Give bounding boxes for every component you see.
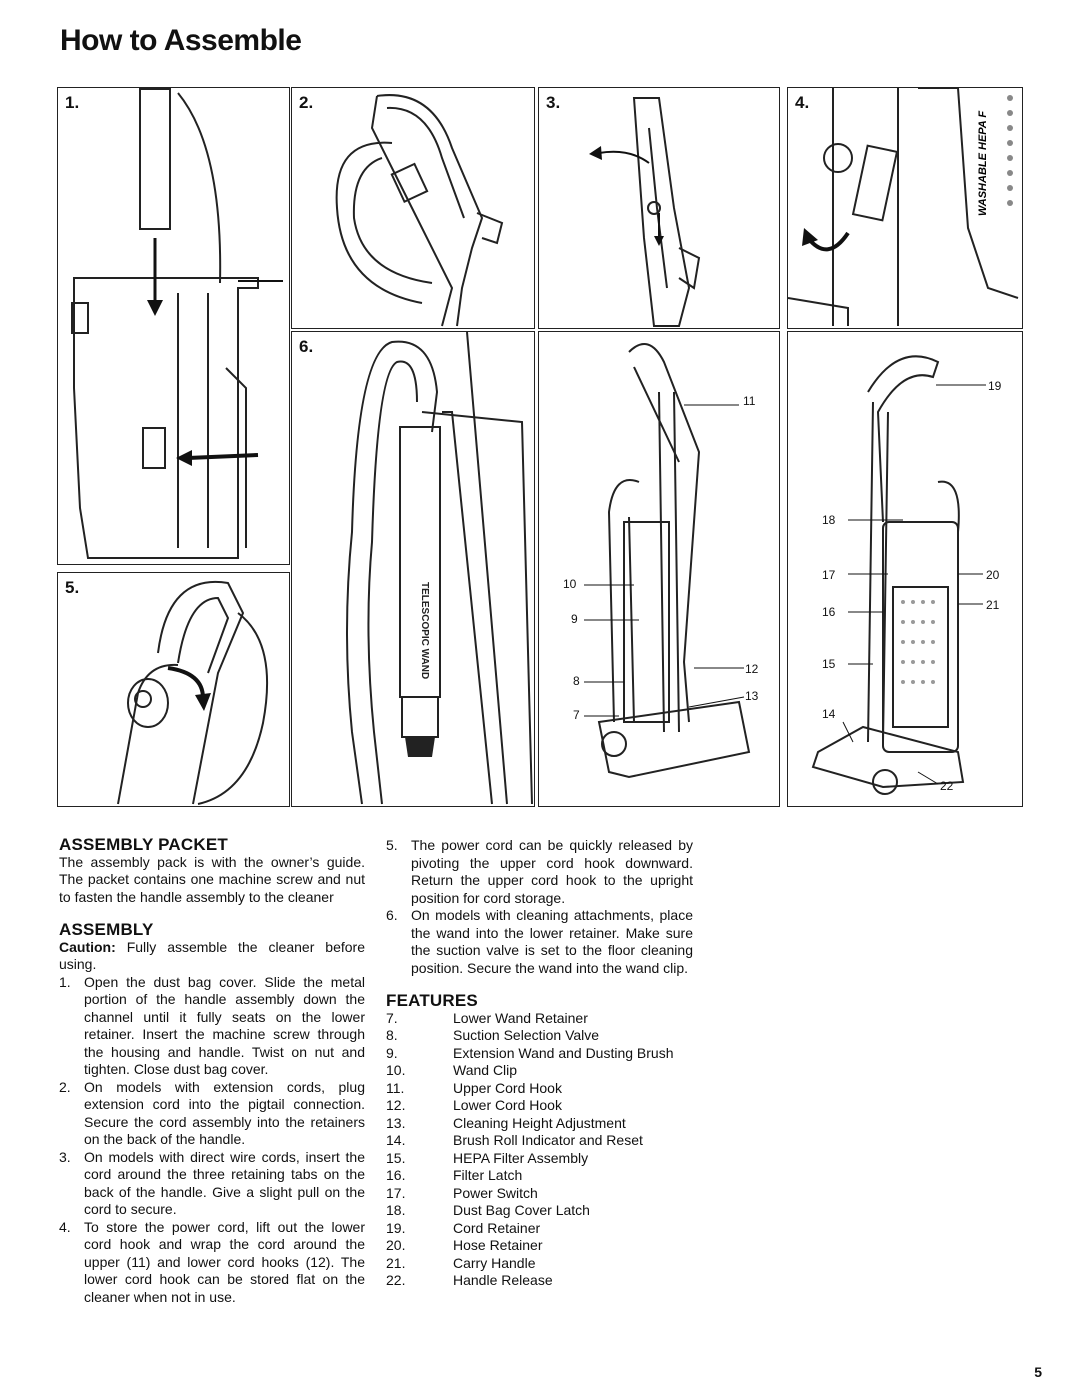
assembly-steps-left: 1.Open the dust bag cover. Slide the met… [59,974,365,1307]
feature-item: 22.Handle Release [386,1272,553,1288]
feature-item: 11.Upper Cord Hook [386,1079,562,1096]
cord-retainer-illustration [335,94,504,327]
vacuum-front-illustration [584,343,751,779]
caution-label: Caution: [59,938,116,955]
callout-14: 14 [822,707,836,721]
assembly-step: 4.To store the power cord, lift out the … [59,1218,365,1305]
assembly-packet-text: The assembly pack is with the owner’s gu… [59,853,365,905]
page-title: How to Assemble [60,24,302,57]
illustration-panel-1: 1. [57,87,290,565]
illustration-panel-4: 4. WASHABLE HEPA F [787,87,1023,329]
vacuum-back-illustration [811,355,986,795]
callout-11: 11 [743,394,756,408]
panel-number: 2. [299,93,314,112]
assembly-step: 3.On models with direct wire cords, inse… [59,1148,365,1218]
callout-20: 20 [986,568,1000,582]
feature-item: 21.Carry Handle [386,1254,536,1271]
feature-item: 20.Hose Retainer [386,1237,543,1253]
panel-number: 5. [65,578,80,597]
assembly-step: 2.On models with extension cords, plug e… [59,1078,365,1148]
callout-21: 21 [986,598,1000,612]
features-illustration-left: 11 10 9 8 12 13 7 [538,331,780,807]
cord-quick-release-illustration [117,580,269,805]
feature-item: 12.Lower Cord Hook [386,1097,562,1113]
middle-column: 5.The power cord can be quickly released… [386,837,693,1290]
caution-text: Fully assemble the cleaner before using. [59,938,365,973]
feature-item: 7.Lower Wand Retainer [386,1009,588,1026]
callout-18: 18 [822,513,836,527]
illustration-panel-2: 2. [291,87,535,329]
filter-label-text: WASHABLE HEPA F [977,111,989,216]
callout-16: 16 [822,605,836,619]
panel-number: 6. [299,337,314,356]
feature-item: 17.Power Switch [386,1184,538,1201]
features-list: 7.Lower Wand Retainer 8.Suction Selectio… [386,1010,693,1290]
callout-22: 22 [940,779,954,793]
callout-9: 9 [571,612,578,626]
illustration-panel-5: 5. [57,572,290,807]
callout-12: 12 [745,662,759,676]
feature-item: 10.Wand Clip [386,1062,518,1078]
feature-item: 8.Suction Selection Valve [386,1027,600,1043]
handle-insertion-illustration [71,88,283,559]
cord-hook-storage-illustration: WASHABLE HEPA F [788,88,1019,326]
assembly-heading: ASSEMBLY [59,920,154,939]
callout-13: 13 [745,689,759,703]
feature-item: 14.Brush Roll Indicator and Reset [386,1132,643,1148]
callout-15: 15 [822,657,836,671]
feature-item: 18.Dust Bag Cover Latch [386,1202,590,1218]
panel-number: 3. [546,93,561,112]
svg-text:TELESCOPIC WAND: TELESCOPIC WAND [419,582,430,679]
callout-7: 7 [573,708,580,722]
assembly-step: 5.The power cord can be quickly released… [386,837,693,906]
feature-item: 15.HEPA Filter Assembly [386,1149,589,1166]
assembly-packet-heading: ASSEMBLY PACKET [59,835,228,854]
callout-8: 8 [573,674,580,688]
illustration-panel-6: 6. TELESCOPIC WAND [291,331,535,807]
assembly-steps-right: 5.The power cord can be quickly released… [386,837,693,977]
left-column: ASSEMBLY PACKET The assembly pack is wit… [59,836,365,1306]
feature-item: 9.Extension Wand and Dusting Brush [386,1044,674,1061]
direct-wire-cord-illustration [589,97,701,327]
assembly-step: 6.On models with cleaning attachments, p… [386,907,693,976]
callout-17: 17 [822,568,836,582]
feature-item: 13.Cleaning Height Adjustment [386,1114,626,1131]
page-number: 5 [1034,1364,1042,1380]
panel-number: 1. [65,93,80,112]
illustration-panel-3: 3. [538,87,780,329]
assembly-step: 1.Open the dust bag cover. Slide the met… [59,973,365,1078]
features-heading: FEATURES [386,991,478,1010]
callout-10: 10 [563,577,577,591]
feature-item: 16.Filter Latch [386,1167,523,1183]
panel-number: 4. [795,93,810,112]
feature-item: 19.Cord Retainer [386,1219,541,1236]
callout-19: 19 [988,379,1002,393]
caution-note: Caution: Fully assemble the cleaner befo… [59,939,365,974]
features-illustration-right: 19 18 17 20 16 21 15 14 22 [787,331,1023,807]
wand-attachment-illustration: TELESCOPIC WAND [346,332,533,805]
